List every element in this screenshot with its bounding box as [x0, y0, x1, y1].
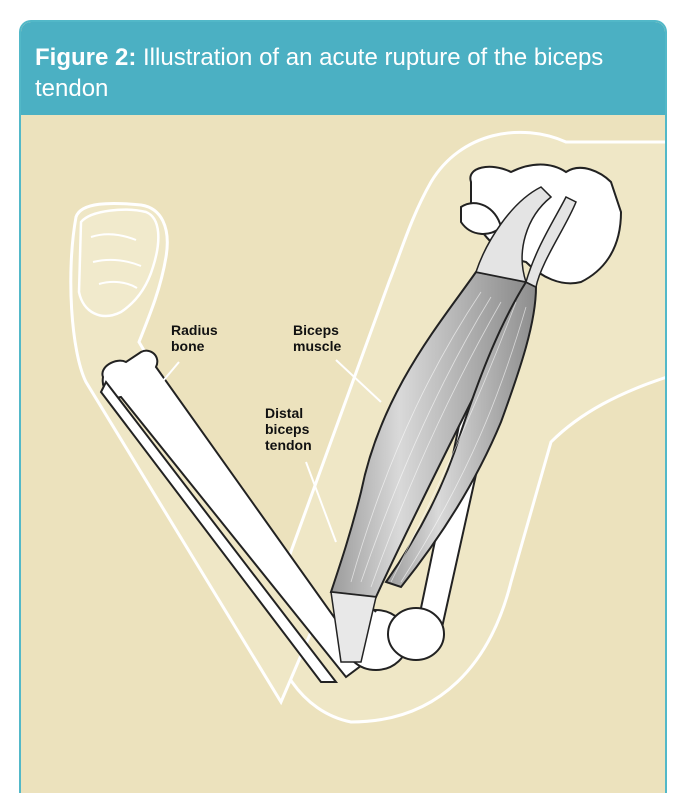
- distal-biceps-tendon-label: Distal biceps tendon: [265, 405, 312, 453]
- figure-panel: Figure 2: Illustration of an acute ruptu…: [19, 20, 667, 793]
- arm-illustration: [21, 22, 667, 793]
- figure-label: Figure 2:: [35, 44, 136, 71]
- radius-bone-label: Radius bone: [171, 322, 218, 354]
- figure-header: Figure 2: Illustration of an acute ruptu…: [21, 22, 665, 115]
- biceps-muscle-label: Biceps muscle: [293, 322, 341, 354]
